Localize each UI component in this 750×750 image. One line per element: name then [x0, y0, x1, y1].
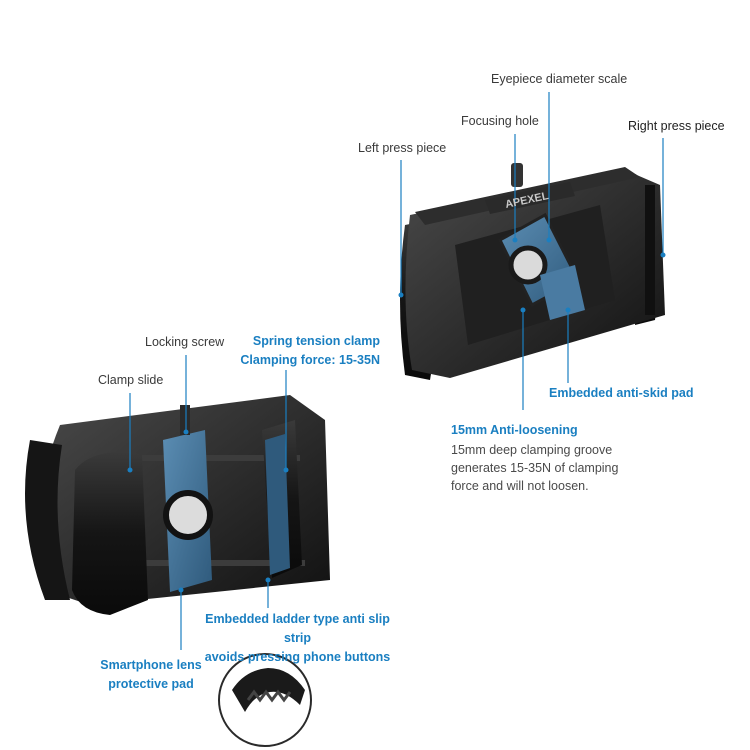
label-right-press: Right press piece	[628, 119, 725, 133]
label-ladder-strip: Embedded ladder type anti slip strip avo…	[204, 612, 391, 664]
label-locking-screw: Locking screw	[145, 335, 225, 349]
top-right-clip	[400, 163, 665, 380]
label-focusing-hole: Focusing hole	[461, 114, 539, 128]
label-lens-pad: Smartphone lens protective pad	[100, 658, 202, 691]
callout-lines	[129, 92, 664, 650]
label-left-press: Left press piece	[358, 141, 447, 155]
callout-dots	[127, 237, 666, 593]
label-anti-loosening-title: 15mm Anti-loosening	[451, 423, 578, 437]
bottom-left-clip	[25, 395, 331, 615]
ladder-strip-closeup	[218, 653, 312, 747]
label-anti-skid: Embedded anti-skid pad	[549, 386, 694, 400]
label-eyepiece-scale: Eyepiece diameter scale	[491, 72, 628, 86]
label-clamp-slide: Clamp slide	[98, 373, 164, 387]
label-spring-clamp: Spring tension clamp Clamping force: 15-…	[240, 334, 380, 367]
label-anti-loosening-desc: 15mm deep clamping groove generates 15-3…	[451, 443, 619, 493]
